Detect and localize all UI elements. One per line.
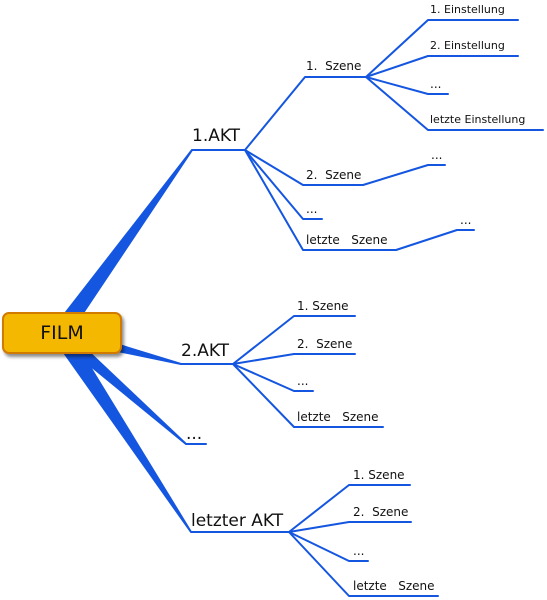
topic-act2-scene-2[interactable]: 2. Szene: [297, 337, 353, 351]
topic-act-last[interactable]: letzter AKT: [191, 511, 284, 531]
topic-shot-2[interactable]: 2. Einstellung: [430, 39, 505, 52]
branch-shot-1: [365, 19, 519, 78]
branch-lastact-scene-last: [288, 531, 439, 597]
branch-root-act-more: [55, 327, 187, 445]
branch-root-act-last: [52, 328, 192, 533]
root-topic-film[interactable]: FILM: [2, 312, 122, 354]
topic-act1-scene-2[interactable]: 2. Szene: [306, 168, 362, 182]
topic-lastact-scene-2[interactable]: 2. Szene: [353, 505, 409, 519]
topic-act1-scene-more[interactable]: ...: [306, 202, 318, 216]
topic-lastact-scene-last[interactable]: letzte Szene: [353, 579, 435, 593]
topic-act2-scene-1[interactable]: 1. Szene: [297, 299, 349, 313]
topic-act1-scene-2-more[interactable]: ...: [431, 148, 443, 162]
child-branches: [180, 19, 544, 597]
branch-lastact-scene-1: [288, 484, 411, 533]
branch-act1-scene-last: [244, 149, 397, 251]
branch-act1-scene-more: [244, 149, 323, 220]
topic-act2-scene-last[interactable]: letzte Szene: [297, 410, 379, 424]
topic-act1-scene-last[interactable]: letzte Szene: [306, 233, 388, 247]
branch-shot-more: [365, 76, 449, 95]
topic-lastact-scene-more[interactable]: ...: [353, 544, 365, 558]
branch-act2-scene-2: [232, 353, 356, 365]
topic-act1-scene-last-more[interactable]: ...: [460, 213, 472, 227]
topic-shot-1[interactable]: 1. Einstellung: [430, 3, 505, 16]
topic-lastact-scene-1[interactable]: 1. Szene: [353, 468, 405, 482]
topic-shot-last[interactable]: letzte Einstellung: [430, 113, 526, 126]
branch-act1-scene-1: [244, 76, 367, 151]
branch-act1-scene-2-tail: [362, 164, 446, 186]
branch-act2-scene-last: [232, 363, 384, 428]
branch-act2-scene-1: [232, 315, 356, 365]
branch-act2-scene-more: [232, 363, 314, 392]
branch-lastact-scene-more: [288, 531, 369, 562]
topic-act1-scene-1[interactable]: 1. Szene: [306, 59, 362, 73]
branch-shot-2: [365, 55, 519, 78]
topic-shot-more[interactable]: ...: [430, 77, 442, 91]
branch-root-act1: [52, 149, 193, 339]
topic-act-more[interactable]: ...: [186, 424, 203, 444]
branch-act1-scene-2: [244, 149, 364, 186]
branch-shot-last: [365, 76, 544, 131]
branch-lastact-scene-2: [288, 521, 412, 533]
topic-act-1[interactable]: 1.AKT: [192, 126, 241, 146]
branch-act1-scene-last-tail: [395, 229, 475, 251]
topic-act2-scene-more[interactable]: ...: [297, 374, 309, 388]
topic-act-2[interactable]: 2.AKT: [181, 341, 230, 361]
